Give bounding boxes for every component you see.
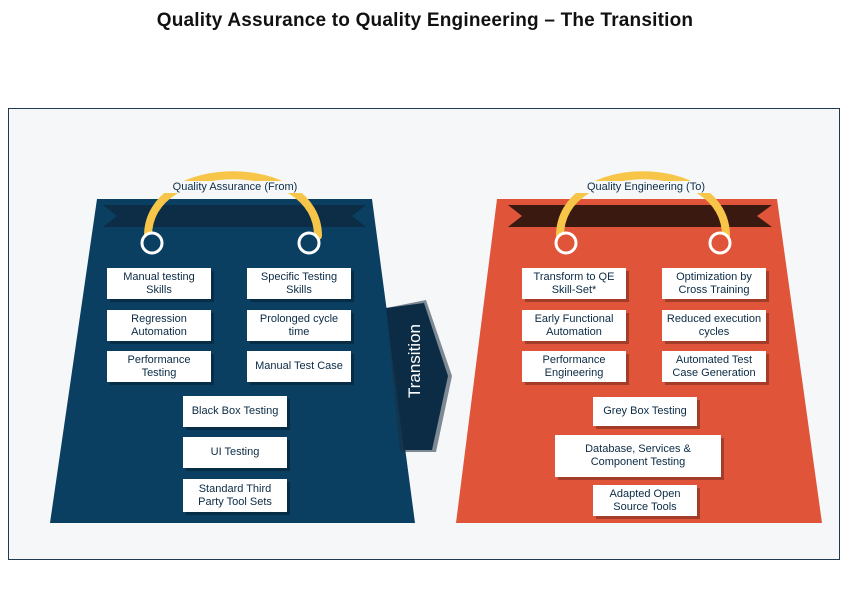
qe-item: Adapted Open Source Tools [593, 485, 697, 516]
qe-item: Automated Test Case Generation [662, 351, 766, 382]
qa-ring-right [297, 231, 321, 255]
qa-ribbon [103, 205, 366, 227]
qa-item: Regression Automation [107, 310, 211, 341]
qe-ring-left [554, 231, 578, 255]
qa-bag [50, 199, 415, 523]
qe-bag-label: Quality Engineering (To) [571, 181, 721, 193]
qe-item: Transform to QE Skill-Set* [522, 268, 626, 299]
qa-ring-left [140, 231, 164, 255]
qa-item: Black Box Testing [183, 396, 287, 427]
page-title: Quality Assurance to Quality Engineering… [156, 10, 694, 31]
qa-item: Specific Testing Skills [247, 268, 351, 299]
qe-item: Performance Engineering [522, 351, 626, 382]
qe-item: Grey Box Testing [593, 397, 697, 426]
qe-ribbon [508, 205, 772, 227]
transition-label: Transition [405, 324, 424, 399]
qa-item: Performance Testing [107, 351, 211, 382]
qa-item: UI Testing [183, 437, 287, 468]
qe-ring-right [708, 231, 732, 255]
transition-arrow [386, 303, 448, 450]
qa-item: Standard Third Party Tool Sets [183, 479, 287, 512]
qa-handle [144, 171, 322, 240]
qe-handle [556, 171, 730, 240]
qa-bag-label: Quality Assurance (From) [156, 181, 314, 193]
qa-item: Manual Test Case [247, 351, 351, 382]
qa-item: Manual testing Skills [107, 268, 211, 299]
qe-item: Reduced execution cycles [662, 310, 766, 341]
qe-item: Early Functional Automation [522, 310, 626, 341]
qe-item: Optimization by Cross Training [662, 268, 766, 299]
qa-item: Prolonged cycle time [247, 310, 351, 341]
qe-item: Database, Services & Component Testing [555, 435, 721, 477]
